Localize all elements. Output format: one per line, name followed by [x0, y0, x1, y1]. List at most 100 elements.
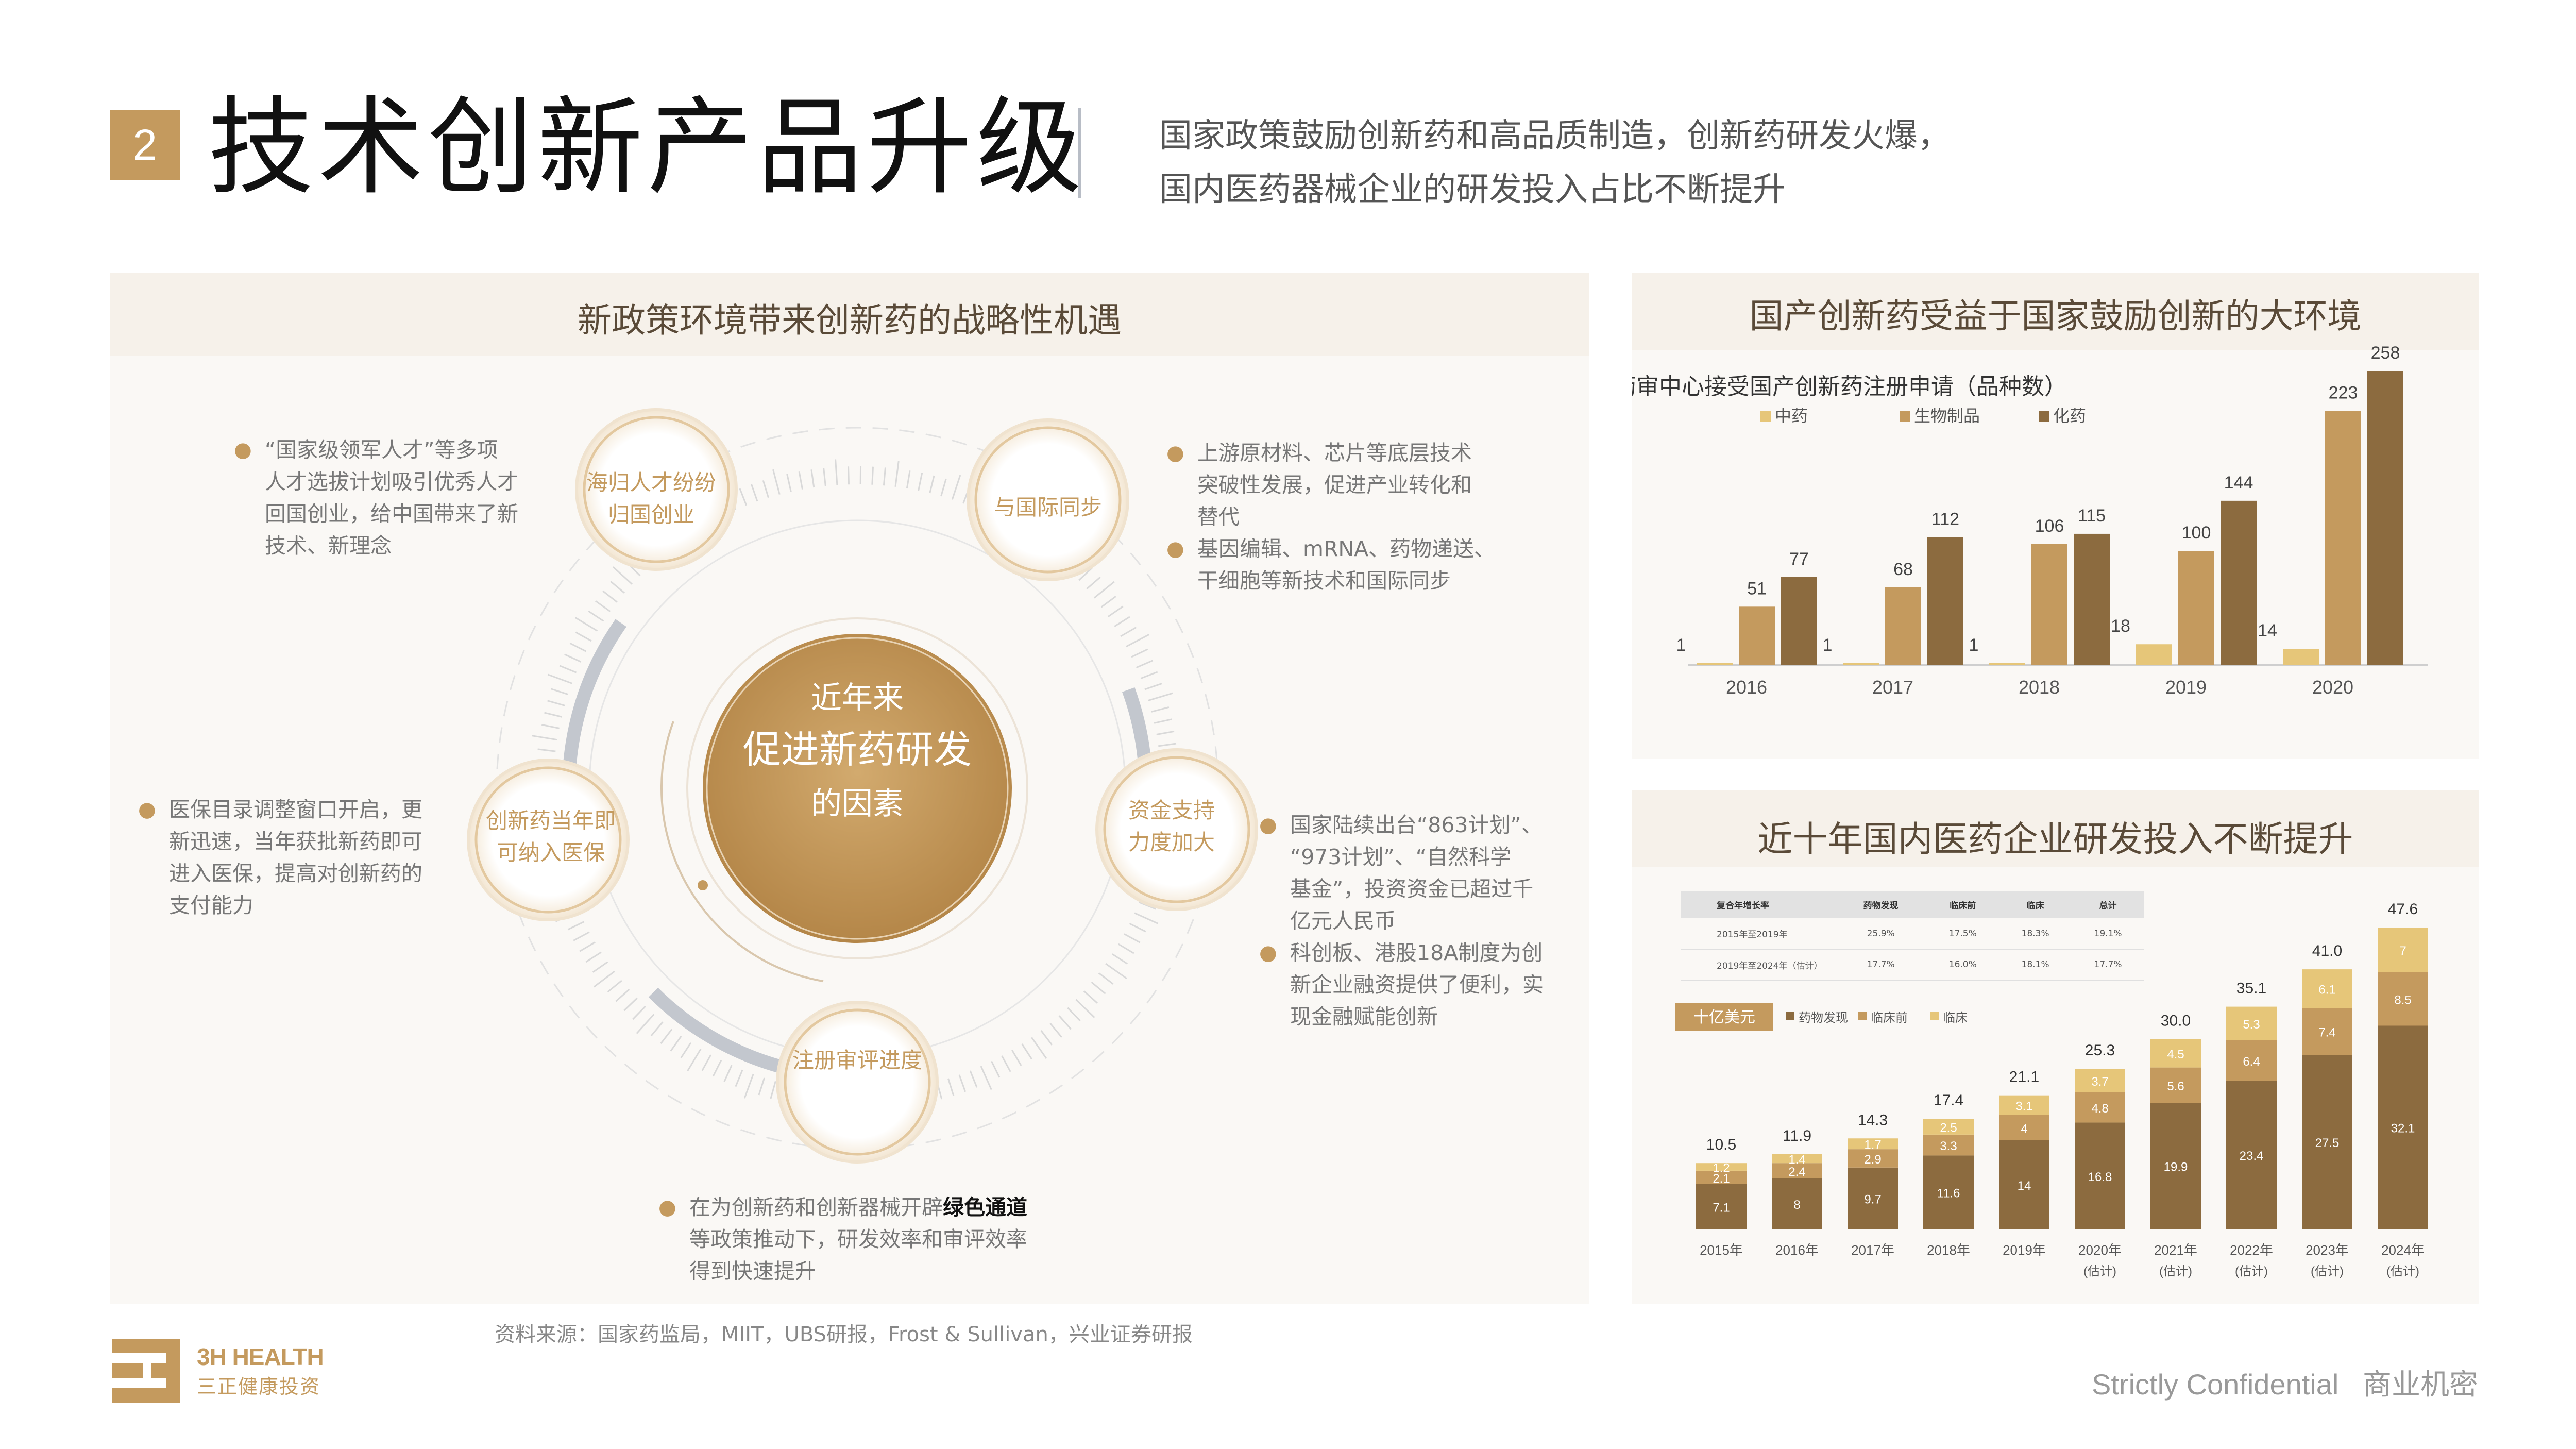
bar [2283, 649, 2319, 665]
drug-applications-panel: 国产创新药受益于国家鼓励创新的大环境 药审中心接受国产创新药注册申请（品种数）中… [1632, 273, 2479, 759]
tick-mark [1114, 616, 1130, 627]
node-label-funding: 资金支持 力度加大 [1105, 795, 1239, 858]
bullet-line: 得到快速提升 [689, 1259, 816, 1284]
rd-investment-panel-title: 近十年国内医药企业研发投入不断提升 [1757, 819, 2353, 860]
legend-label: 药物发现 [1799, 1011, 1848, 1025]
bullet-dot: ● [234, 438, 252, 462]
stacked-bar-segment [2378, 972, 2428, 1026]
total-value-label: 14.3 [1858, 1111, 1888, 1128]
bullet-line: 人才选拔计划吸引优秀人才 [265, 469, 518, 494]
x-tick-note: (估计) [2311, 1265, 2344, 1278]
legend-swatch [1900, 411, 1910, 422]
tick-mark [1021, 1043, 1032, 1060]
bar-value-label: 14 [2258, 621, 2277, 641]
stacked-bar-segment [1999, 1095, 2049, 1115]
factor-node-ring [583, 416, 730, 563]
green-channel-highlight: 绿色通道 [943, 1195, 1027, 1220]
tick-mark [1067, 1007, 1081, 1022]
tick-mark [1118, 943, 1134, 954]
table-header-cell: 总计 [2072, 891, 2144, 918]
x-tick-label: 2017 [1872, 677, 1913, 698]
tick-mark [810, 469, 815, 488]
bullet-line: 科创板、港股18A制度为创 [1290, 940, 1543, 965]
factor-node-halo [1095, 748, 1258, 911]
bullet-insurance: ● 医保目录调整窗口开启，更 新迅速，当年获批新药即可 进入医保，提高对创新药的… [138, 794, 422, 921]
total-value-label: 21.1 [2009, 1069, 2039, 1086]
stacked-bar-segment [2075, 1092, 2125, 1123]
tick-mark [918, 473, 923, 491]
stacked-bar-segment [2075, 1122, 2125, 1229]
table-header-cell: 临床前 [1926, 891, 1999, 918]
tick-mark [670, 1036, 682, 1052]
tick-mark [894, 461, 900, 487]
tick-mark [567, 921, 585, 931]
bullet-talent: ● “国家级领军人才”等多项 人才选拔计划吸引优秀人才 回国创业，给中国带来了新… [234, 434, 518, 562]
factor-node-halo [776, 1001, 939, 1164]
tick-mark [1131, 648, 1148, 658]
header-desc-line-2: 国内医药器械企业的研发投入占比不断提升 [1159, 171, 1786, 209]
node-label-talent: 海归人才纷纷 归国创业 [579, 467, 723, 531]
panel-title-strip [1632, 273, 2479, 350]
legend-swatch [1786, 1012, 1794, 1020]
segment-value-label: 2.4 [1788, 1165, 1805, 1179]
tick-mark [1083, 990, 1098, 1004]
tick-mark [1075, 999, 1095, 1018]
bullet-line: 亿元人民币 [1290, 908, 1396, 933]
tick-mark [1049, 1022, 1062, 1038]
bullet-line: 支付能力 [169, 893, 253, 918]
total-value-label: 17.4 [1934, 1092, 1963, 1109]
tick-mark [1151, 706, 1170, 713]
tick-mark [585, 951, 602, 963]
total-value-label: 30.0 [2161, 1012, 2191, 1029]
bullet-dot: ● [138, 798, 156, 821]
segment-value-label: 16.8 [2088, 1170, 2112, 1184]
stacked-bar-segment [1772, 1154, 1822, 1164]
tick-mark [1124, 933, 1141, 943]
center-circle [703, 634, 1012, 943]
tick-mark [1011, 1050, 1022, 1066]
node-label-review: 注册审评进度 [780, 1044, 935, 1076]
tick-mark [551, 688, 569, 696]
legend-swatch [1930, 1012, 1939, 1020]
tick-mark [1058, 1015, 1072, 1030]
center-marker [698, 880, 708, 890]
table-row: 2015年至2019年 25.9% 17.5% 18.3% 19.1% [1681, 918, 2144, 950]
bullet-line: 上游原材料、芯片等底层技术 [1197, 441, 1472, 465]
stacked-bar-segment [1923, 1134, 1974, 1156]
factor-node-ring [784, 1008, 931, 1156]
stacked-bar-segment [2302, 969, 2352, 1008]
segment-value-label: 27.5 [2315, 1136, 2340, 1150]
tick-mark [575, 631, 592, 642]
x-tick-label: 2019年 [2003, 1242, 2046, 1258]
tick-mark [612, 566, 633, 585]
tick-mark [636, 1014, 655, 1034]
tick-mark [1148, 692, 1174, 701]
stacked-bar-segment [2378, 928, 2428, 972]
stacked-bar-segment [2226, 1006, 2277, 1040]
tick-mark [883, 467, 886, 486]
total-value-label: 41.0 [2312, 942, 2342, 959]
bar [1697, 663, 1733, 665]
bar [2367, 371, 2403, 665]
tick-mark [1100, 596, 1116, 608]
tick-mark [980, 1066, 992, 1090]
bar-value-label: 112 [1931, 510, 1959, 529]
bullet-line: 国家陆续出台“863计划”、 [1290, 813, 1543, 837]
header-description: 国家政策鼓励创新药和高品质制造，创新药研发火爆， 国内医药器械企业的研发投入占比… [1159, 109, 1951, 216]
bar-value-label: 1 [1676, 635, 1686, 655]
tick-mark [602, 590, 618, 603]
center-orbit-arc [660, 721, 824, 983]
x-tick-label: 2022年 [2230, 1242, 2273, 1258]
bullet-line: 新迅速，当年获批新药即可 [169, 829, 422, 854]
bullet-line: 现金融赋能创新 [1290, 1004, 1438, 1029]
stacked-bar-segment [1696, 1184, 1747, 1229]
bar [1989, 663, 2025, 665]
segment-value-label: 8.5 [2394, 993, 2411, 1007]
chart-title: 药审中心接受国产创新药注册申请（品种数） [1632, 374, 2067, 399]
tick-mark [951, 475, 961, 500]
legend-label: 生物制品 [1914, 407, 1980, 425]
tick-mark [1031, 1037, 1047, 1059]
segment-value-label: 9.7 [1864, 1192, 1881, 1206]
x-tick-note: (估计) [2083, 1265, 2116, 1278]
